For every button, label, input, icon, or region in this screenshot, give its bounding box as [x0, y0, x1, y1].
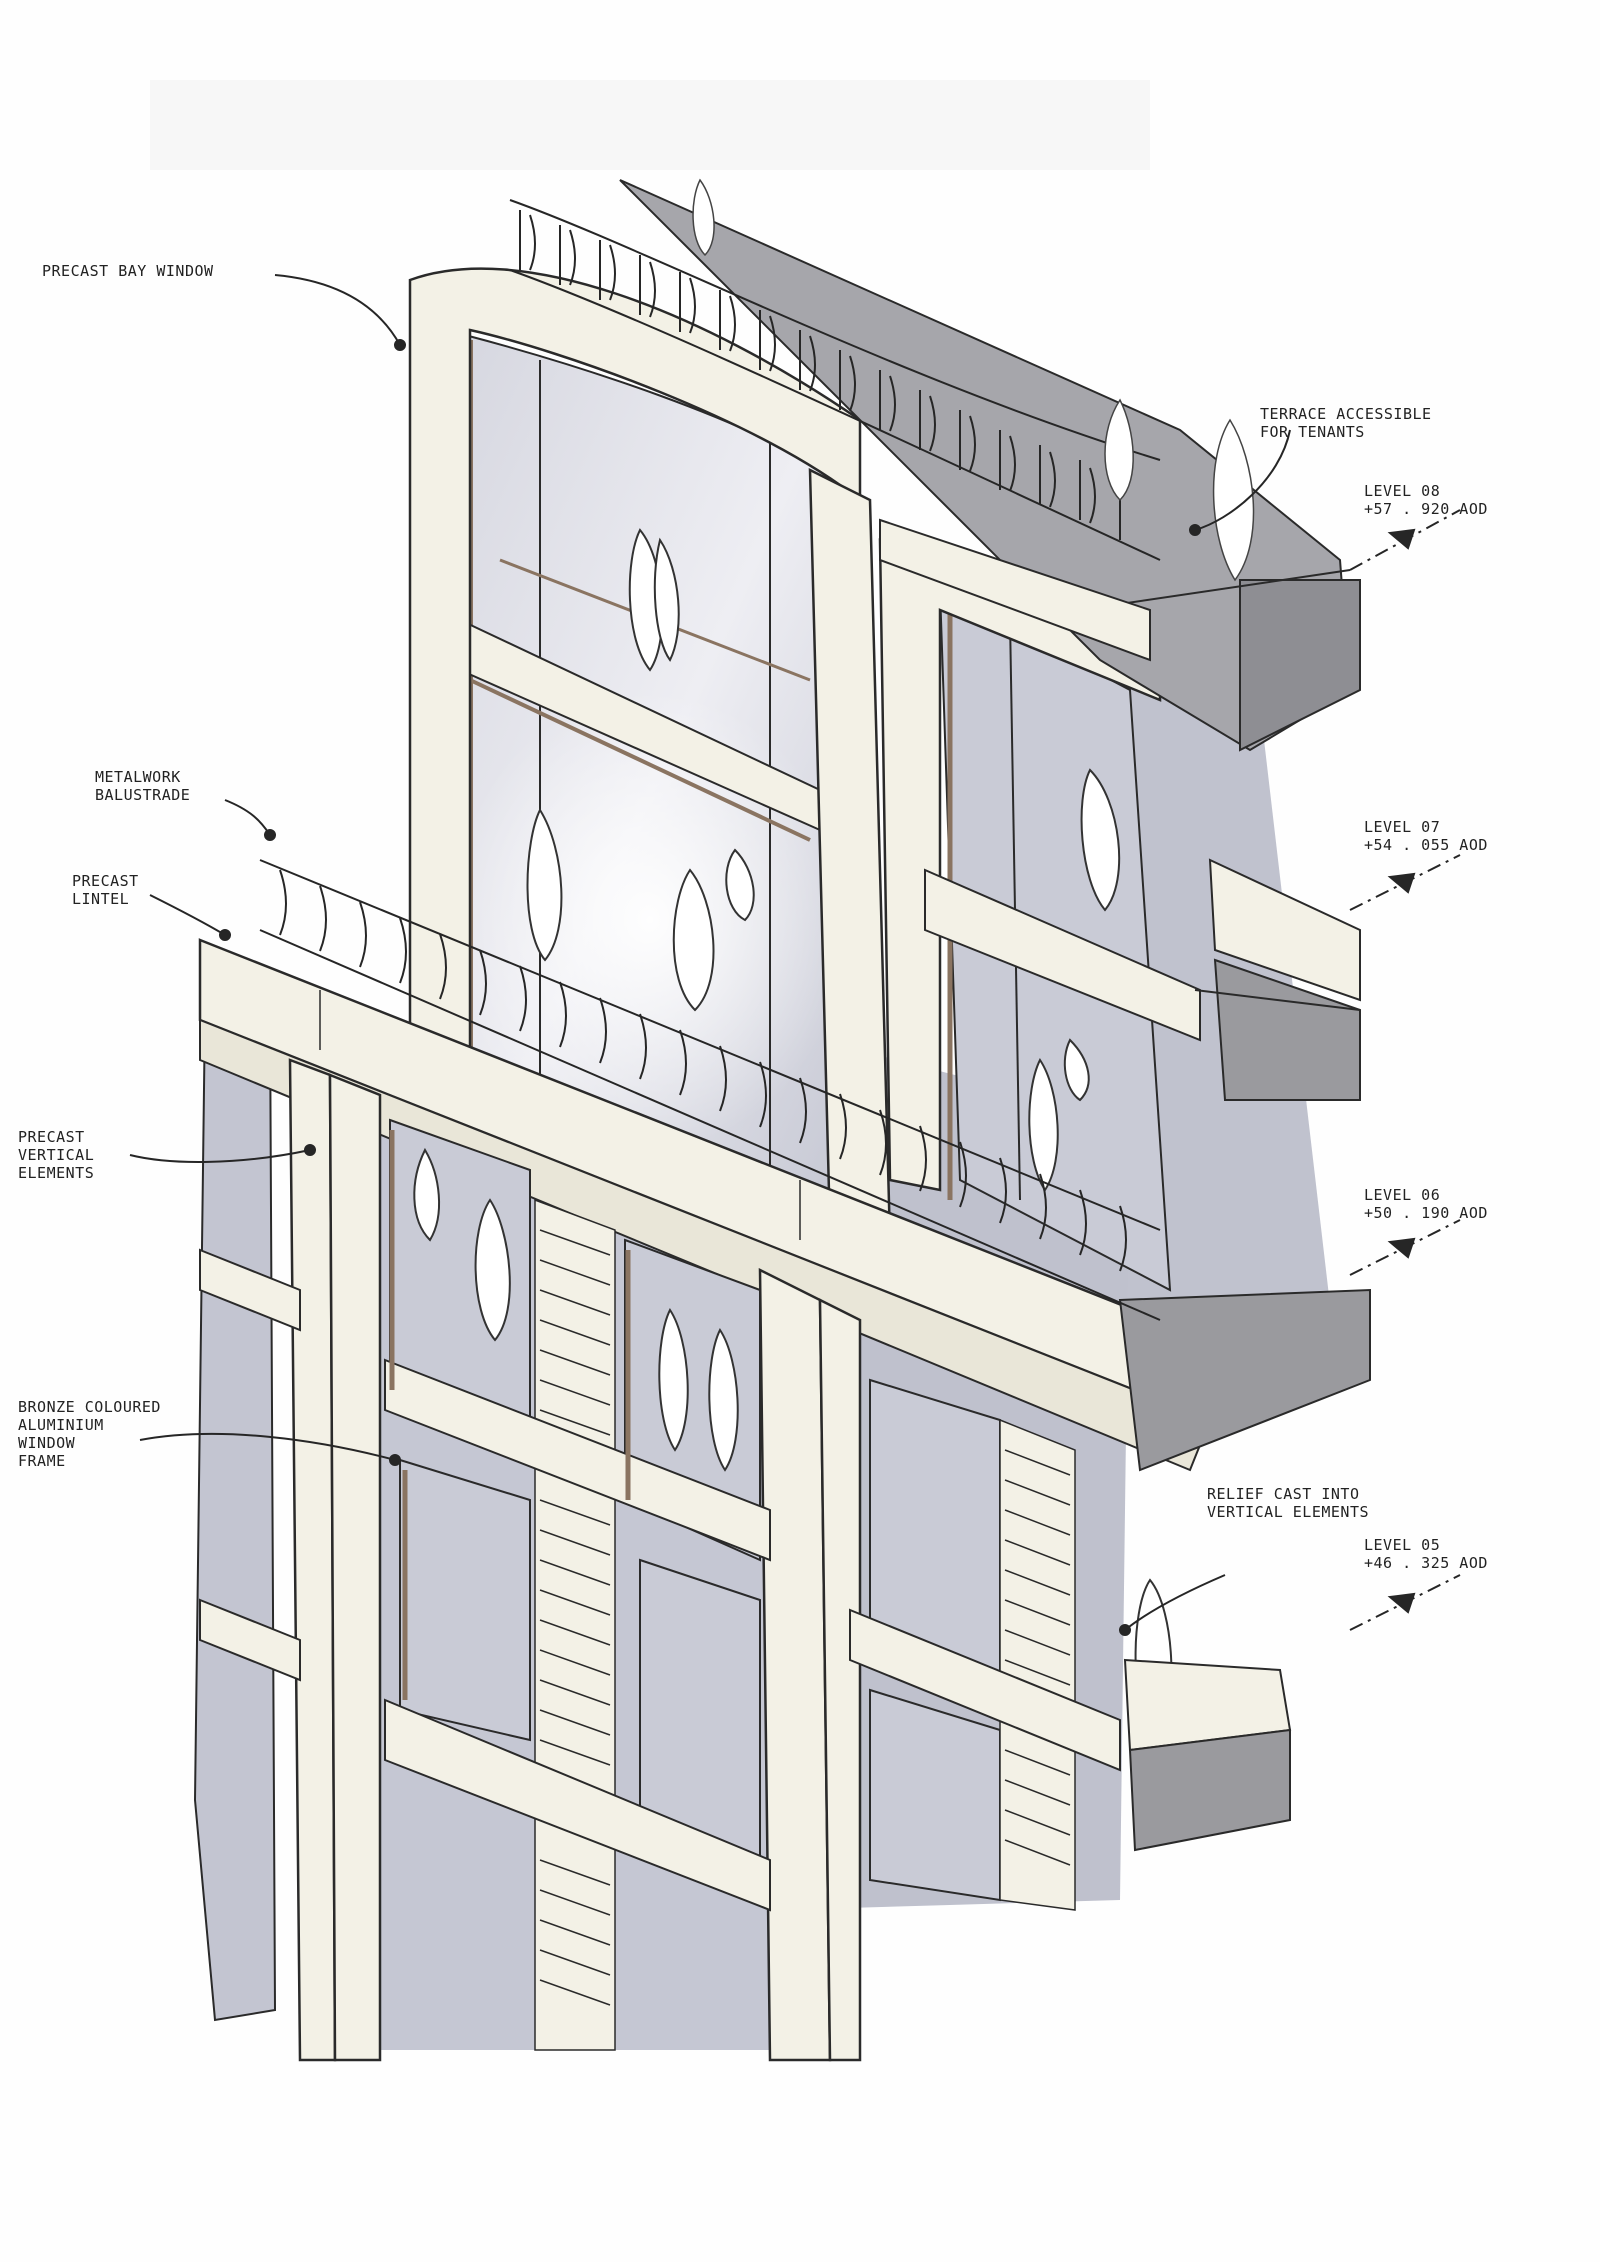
level-07-label: LEVEL 07 +54 . 055 AOD [1364, 818, 1488, 854]
label-bronze-window-frame: BRONZE COLOURED ALUMINIUM WINDOW FRAME [18, 1398, 161, 1470]
label-relief-cast: RELIEF CAST INTO VERTICAL ELEMENTS [1207, 1485, 1370, 1521]
label-precast-bay-window: PRECAST BAY WINDOW [42, 262, 214, 280]
level-06-label: LEVEL 06 +50 . 190 AOD [1364, 1186, 1488, 1222]
label-precast-vertical-elements: PRECAST VERTICAL ELEMENTS [18, 1128, 95, 1182]
leader-lines [129, 274, 1291, 1636]
level-06-lintel [198, 859, 1371, 1472]
label-metalwork-balustrade: METALWORK BALUSTRADE [95, 768, 191, 804]
background-smudge [150, 80, 1150, 170]
lower-facade [199, 1058, 1292, 2062]
label-precast-lintel: PRECAST LINTEL [72, 872, 139, 908]
roof-terrace [509, 178, 1361, 752]
level-08-label: LEVEL 08 +57 . 920 AOD [1364, 482, 1488, 518]
level-markers [1349, 509, 1461, 1631]
level-07-slab [1194, 858, 1361, 1101]
label-terrace: TERRACE ACCESSIBLE FOR TENANTS [1260, 405, 1432, 441]
level-05-label: LEVEL 05 +46 . 325 AOD [1364, 1536, 1488, 1572]
upper-right-bay [878, 538, 1201, 1292]
